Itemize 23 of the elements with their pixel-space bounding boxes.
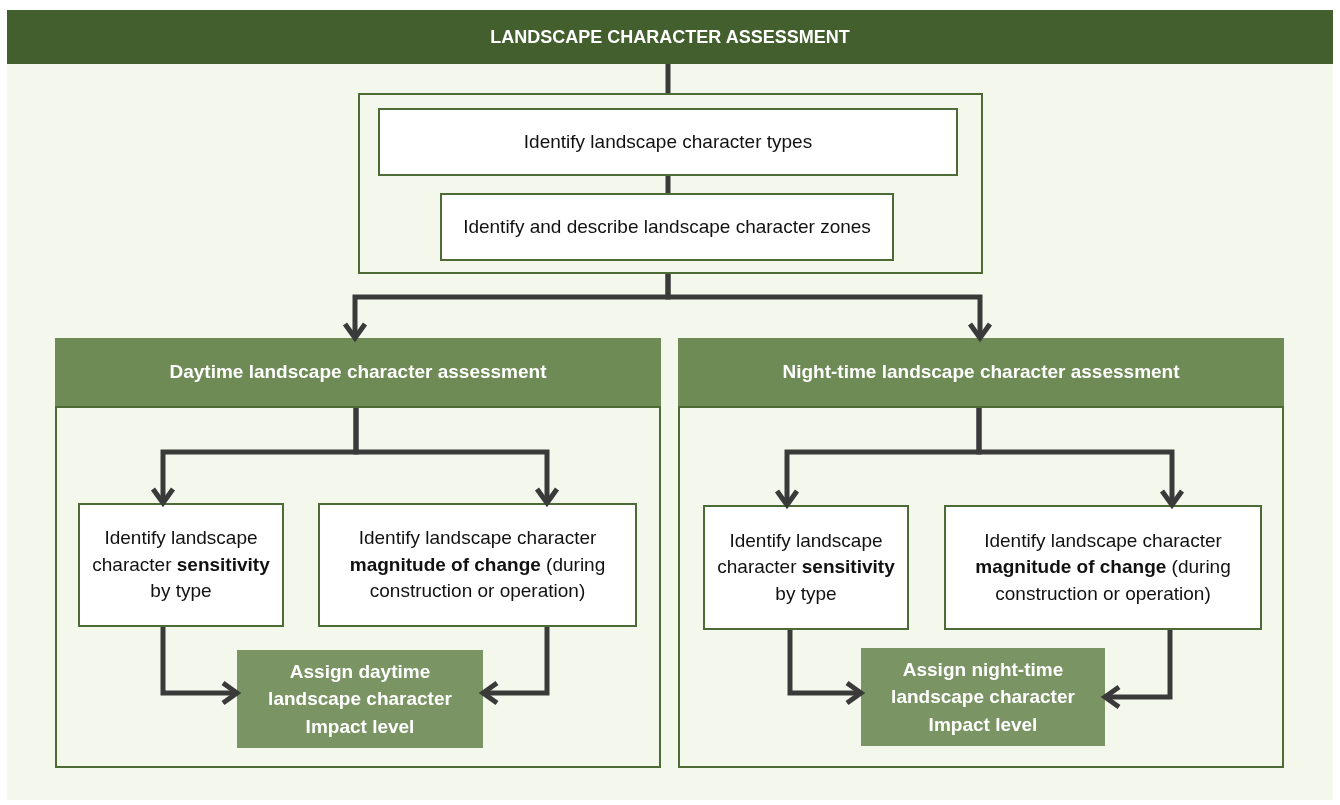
process-box: Identify landscape character sensitivity by type bbox=[78, 503, 284, 627]
arrow bbox=[353, 408, 560, 506]
section-header: Night-time landscape character assessment bbox=[678, 338, 1284, 408]
group-frame bbox=[358, 93, 983, 274]
result-box: Assign daytime landscape character Impact level bbox=[237, 650, 483, 748]
arrow bbox=[1102, 630, 1173, 710]
arrow bbox=[480, 627, 550, 706]
process-box: Identify landscape character magnitude of change (during construction or operation) bbox=[318, 503, 637, 627]
process-box: Identify landscape character types bbox=[378, 108, 958, 176]
process-box: Identify landscape character magnitude of change (during construction or operation) bbox=[944, 505, 1262, 630]
title-banner: LANDSCAPE CHARACTER ASSESSMENT bbox=[7, 10, 1333, 64]
result-box: Assign night-time landscape character Impact level bbox=[861, 648, 1105, 746]
process-box: Identify landscape character sensitivity by type bbox=[703, 505, 909, 630]
arrow bbox=[160, 627, 240, 706]
group-frame bbox=[678, 338, 1284, 768]
group-frame bbox=[55, 338, 661, 768]
arrow bbox=[976, 408, 1185, 508]
process-box: Identify and describe landscape character zones bbox=[440, 193, 894, 261]
section-header: Daytime landscape character assessment bbox=[55, 338, 661, 408]
arrow bbox=[787, 630, 864, 706]
arrow bbox=[665, 274, 993, 341]
connector-line bbox=[665, 176, 671, 193]
connector-line bbox=[665, 64, 671, 93]
